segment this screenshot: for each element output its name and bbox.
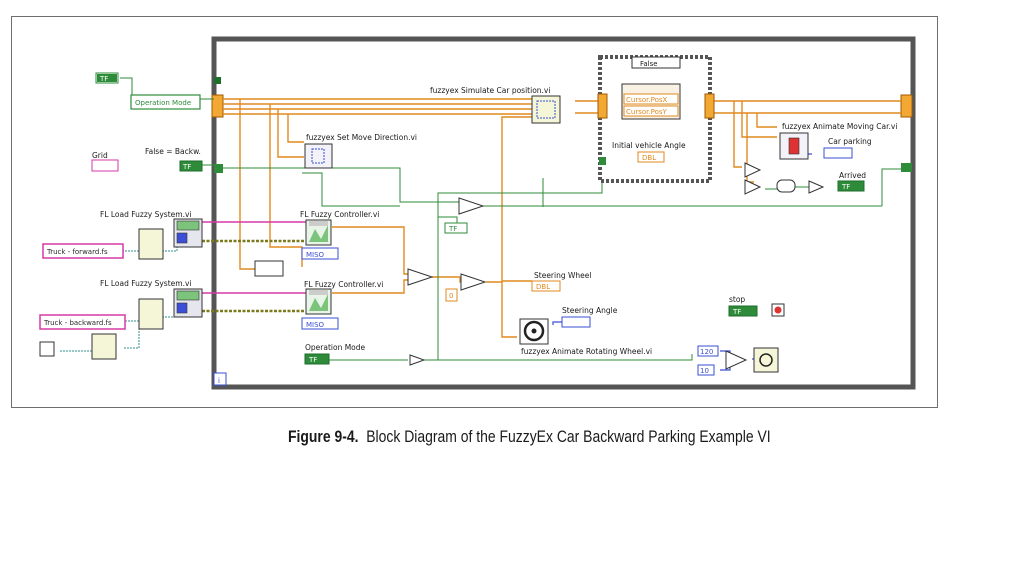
svg-text:TF: TF — [99, 75, 108, 83]
grid-path-control[interactable] — [91, 159, 119, 172]
operation-mode-lower-control[interactable]: TF — [304, 353, 330, 365]
svg-text:120: 120 — [700, 348, 713, 356]
not-node[interactable] — [808, 180, 825, 194]
svg-text:TF: TF — [732, 308, 741, 316]
miso-selector-1[interactable]: MISO — [301, 247, 339, 260]
loop-tunnel-direction — [214, 164, 223, 173]
tf-constant-top[interactable]: TF — [95, 72, 119, 84]
build-path-node-1[interactable] — [138, 228, 164, 260]
set-move-direction-vi[interactable] — [304, 143, 333, 169]
loop-iteration-terminal — [213, 372, 227, 386]
svg-text:TF: TF — [841, 183, 850, 191]
car-parking-label: Car parking — [828, 137, 872, 146]
car-parking-indicator — [823, 147, 853, 159]
loop-tunnel — [214, 77, 221, 84]
stop-tunnel — [901, 163, 912, 172]
figure-number: Figure 9-4. — [288, 427, 359, 446]
animate-moving-car-label: fuzzyex Animate Moving Car.vi — [782, 122, 897, 131]
svg-text:Cursor.PosX: Cursor.PosX — [626, 96, 667, 104]
while-loop: i — [211, 36, 916, 390]
zero-constant[interactable]: 0 — [445, 288, 458, 302]
svg-text:0: 0 — [449, 292, 453, 300]
truck-backward-constant[interactable]: Truck - backward.fs — [39, 314, 126, 330]
operation-mode-lower-label: Operation Mode — [305, 343, 366, 352]
pink-wires — [202, 221, 307, 294]
not-node-lower[interactable] — [409, 354, 426, 366]
animate-moving-car-vi[interactable] — [779, 132, 809, 160]
fuzzy-controller-2[interactable] — [305, 288, 332, 315]
green-wires — [120, 77, 901, 361]
svg-text:TF: TF — [448, 225, 457, 233]
load-fuzzy-label-1: FL Load Fuzzy System.vi — [100, 210, 191, 219]
svg-text:Operation Mode: Operation Mode — [135, 99, 191, 107]
tf-constant-small[interactable]: TF — [444, 222, 468, 234]
load-fuzzy-system-1[interactable] — [173, 218, 203, 248]
simulate-car-position-vi[interactable] — [531, 95, 561, 124]
svg-text:Truck - forward.fs: Truck - forward.fs — [46, 248, 108, 256]
svg-text:Cursor.PosY: Cursor.PosY — [626, 108, 667, 116]
info-terminal-label: i — [218, 377, 220, 385]
select-timing-node[interactable] — [725, 350, 748, 370]
cluster-wires — [202, 239, 307, 313]
direction-tf-control[interactable]: TF — [179, 160, 203, 172]
and-node[interactable] — [776, 179, 796, 193]
stop-condition-terminal — [771, 303, 785, 317]
diagram-frame: i — [11, 16, 938, 408]
steering-angle-indicator — [561, 316, 591, 328]
svg-text:False: False — [640, 60, 658, 68]
initial-angle-label: Initial vehicle Angle — [612, 141, 686, 150]
block-diagram: i — [39, 36, 916, 390]
svg-text:TF: TF — [182, 163, 191, 171]
svg-text:DBL: DBL — [642, 154, 656, 162]
truck-forward-constant[interactable]: Truck - forward.fs — [42, 243, 124, 259]
svg-text:TF: TF — [308, 356, 317, 364]
wait-timer-vi[interactable] — [753, 347, 779, 373]
steering-angle-label: Steering Angle — [562, 306, 618, 315]
case-selector[interactable]: False — [631, 56, 681, 69]
arrived-indicator: TF — [837, 180, 865, 192]
stop-button-control[interactable]: TF — [728, 305, 758, 317]
load-fuzzy-system-2[interactable] — [173, 288, 203, 318]
svg-text:10: 10 — [700, 367, 709, 375]
steering-wheel-indicator: DBL — [531, 280, 561, 292]
arrived-label: Arrived — [839, 171, 866, 180]
load-fuzzy-label-2: FL Load Fuzzy System.vi — [100, 279, 191, 288]
figure-caption: Figure 9-4. Block Diagram of the FuzzyEx… — [288, 427, 771, 447]
grid-label: Grid — [92, 151, 108, 160]
shift-registers — [211, 77, 913, 173]
svg-text:MISO: MISO — [306, 321, 325, 329]
svg-text:MISO: MISO — [306, 251, 325, 259]
fuzzy-controller-label-1: FL Fuzzy Controller.vi — [300, 210, 379, 219]
false-backw-label: False = Backw. — [145, 147, 201, 156]
select-node-3[interactable] — [458, 197, 485, 215]
build-path-node-2[interactable] — [138, 298, 164, 330]
initial-angle-control[interactable]: DBL — [637, 151, 665, 163]
cursor-property-node[interactable]: Cursor.PosX Cursor.PosY — [621, 83, 681, 120]
svg-text:Truck - backward.fs: Truck - backward.fs — [43, 319, 112, 327]
figure-title: Block Diagram of the FuzzyEx Car Backwar… — [366, 427, 771, 446]
steering-wheel-label: Steering Wheel — [534, 271, 591, 280]
svg-text:DBL: DBL — [536, 283, 550, 291]
bundle-node[interactable] — [254, 260, 284, 277]
operation-mode-indicator: Operation Mode — [130, 94, 201, 110]
animate-rotating-wheel-vi[interactable] — [519, 318, 549, 345]
select-node-2[interactable] — [460, 273, 487, 291]
miso-selector-2[interactable]: MISO — [301, 317, 339, 330]
animate-rotating-wheel-label: fuzzyex Animate Rotating Wheel.vi — [521, 347, 652, 356]
constant-120[interactable]: 120 — [697, 345, 719, 357]
stop-label: stop — [729, 295, 745, 304]
select-node-1[interactable] — [407, 268, 434, 286]
fuzzy-controller-1[interactable] — [305, 219, 332, 246]
fuzzy-controller-label-2: FL Fuzzy Controller.vi — [304, 280, 383, 289]
current-vi-path-icon[interactable] — [39, 341, 55, 357]
simulate-car-label: fuzzyex Simulate Car position.vi — [430, 86, 550, 95]
set-move-direction-label: fuzzyex Set Move Direction.vi — [306, 133, 417, 142]
constant-10[interactable]: 10 — [697, 364, 715, 376]
compare-nodes[interactable] — [744, 162, 762, 195]
strip-path-node[interactable] — [91, 333, 117, 360]
